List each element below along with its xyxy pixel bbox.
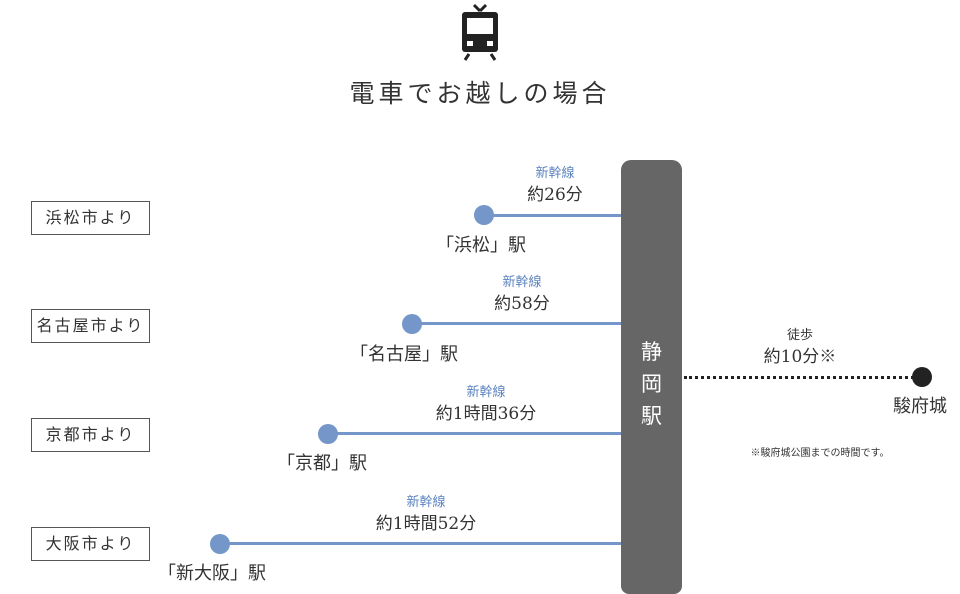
duration-nagoya: 約58分 bbox=[494, 294, 550, 314]
walk-mode-label: 徒歩 bbox=[786, 328, 813, 343]
line-name-hamamatsu: 新幹線 bbox=[535, 166, 575, 181]
page-title: 電車でお越しの場合 bbox=[349, 79, 611, 108]
line-name-osaka: 新幹線 bbox=[406, 495, 446, 510]
origin-box-hamamatsu: 浜松市より bbox=[31, 201, 150, 235]
duration-kyoto: 約1時間36分 bbox=[435, 404, 537, 424]
shizuoka-station-hub bbox=[621, 160, 682, 594]
origin-box-kyoto: 京都市より bbox=[31, 418, 150, 452]
line-name-nagoya: 新幹線 bbox=[502, 275, 542, 290]
station-dot-hamamatsu bbox=[474, 205, 494, 225]
train-icon bbox=[462, 3, 498, 61]
walk-footnote: ※駿府城公園までの時間です。 bbox=[750, 448, 890, 459]
route-line-osaka bbox=[220, 542, 623, 545]
route-line-nagoya bbox=[412, 322, 623, 325]
destination-dot bbox=[912, 367, 932, 387]
hub-label-char: 駅 bbox=[641, 404, 662, 428]
route-line-kyoto bbox=[328, 432, 623, 435]
hub-label-char: 静 bbox=[641, 340, 662, 364]
hub-label-char: 岡 bbox=[641, 372, 662, 396]
station-label-hamamatsu: 「浜松」駅 bbox=[436, 235, 526, 256]
origin-box-osaka: 大阪市より bbox=[31, 527, 150, 561]
station-label-kyoto: 「京都」駅 bbox=[277, 453, 367, 474]
station-dot-nagoya bbox=[402, 314, 422, 334]
route-line-hamamatsu bbox=[484, 214, 623, 217]
destination-label: 駿府城 bbox=[893, 396, 947, 417]
walk-duration: 約10分※ bbox=[763, 347, 837, 367]
station-dot-osaka bbox=[210, 534, 230, 554]
station-dot-kyoto bbox=[318, 424, 338, 444]
station-label-osaka: 「新大阪」駅 bbox=[158, 563, 266, 584]
duration-hamamatsu: 約26分 bbox=[527, 185, 583, 205]
line-name-kyoto: 新幹線 bbox=[466, 385, 506, 400]
station-label-nagoya: 「名古屋」駅 bbox=[350, 344, 458, 365]
duration-osaka: 約1時間52分 bbox=[375, 514, 477, 534]
walk-route-line bbox=[684, 376, 920, 379]
origin-box-nagoya: 名古屋市より bbox=[31, 309, 150, 343]
